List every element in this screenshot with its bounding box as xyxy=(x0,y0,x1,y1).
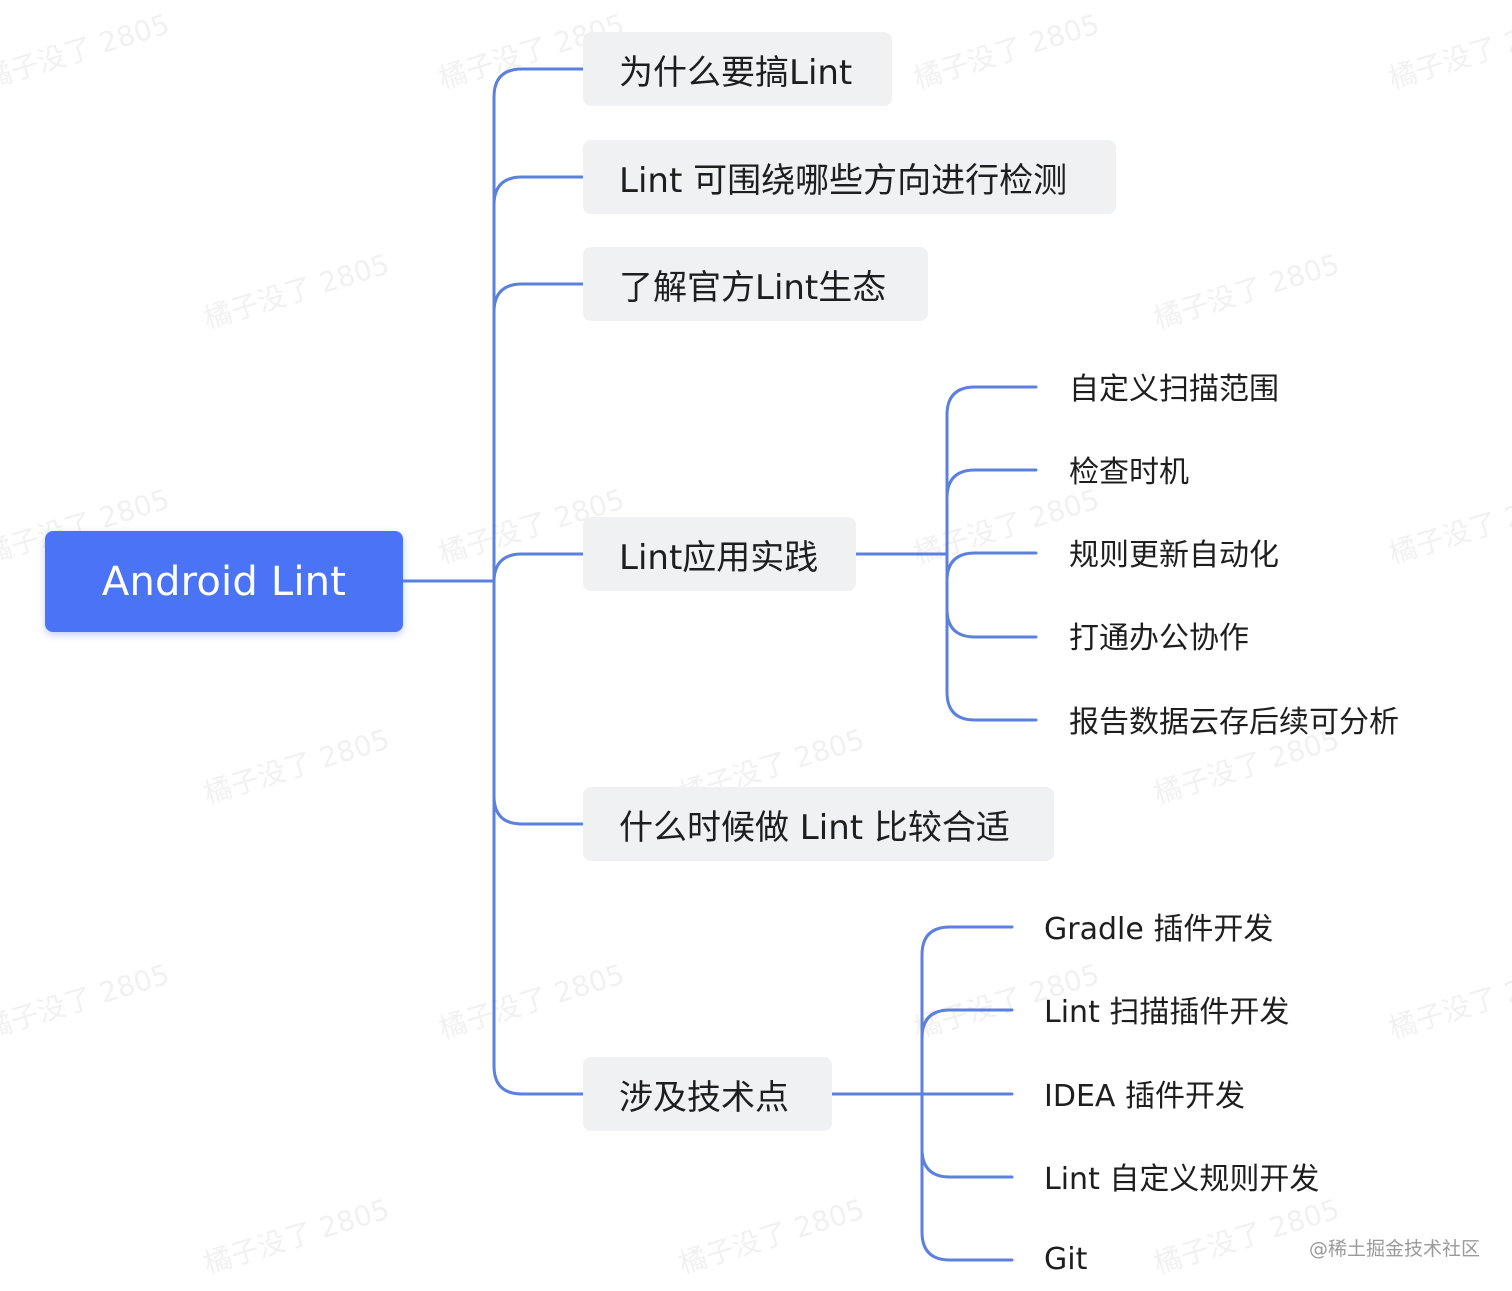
leaf-node-gradle-plugin[interactable]: Gradle 插件开发 xyxy=(1044,912,1274,947)
tech-connector-line-1 xyxy=(920,1008,1014,1096)
leaf-node-lint-scan-plugin[interactable]: Lint 扫描插件开发 xyxy=(1044,995,1290,1030)
leaf-node-git[interactable]: Git xyxy=(1044,1241,1088,1277)
leaf-node-report-cloud-storage[interactable]: 报告数据云存后续可分析 xyxy=(1069,705,1399,740)
tech-connector-line-4 xyxy=(920,1092,1014,1262)
leaf-node-office-collaboration[interactable]: 打通办公协作 xyxy=(1069,621,1249,656)
leaf-node-rule-update-automation[interactable]: 规则更新自动化 xyxy=(1069,538,1279,573)
leaf-node-custom-scan-scope[interactable]: 自定义扫描范围 xyxy=(1069,372,1279,407)
root-node-android-lint[interactable]: Android Lint xyxy=(45,531,403,632)
root-connector-line-0 xyxy=(492,67,585,583)
practice-connector-line-1 xyxy=(945,468,1038,556)
practice-connector-line-3 xyxy=(945,552,1038,639)
leaf-node-idea-plugin[interactable]: IDEA 插件开发 xyxy=(1044,1079,1245,1114)
root-connector-line-4 xyxy=(492,579,585,826)
branch-node-when-to-lint[interactable]: 什么时候做 Lint 比较合适 xyxy=(583,787,1054,861)
tech-connector-line-0 xyxy=(920,925,1014,1096)
site-watermark: @稀土掘金技术社区 xyxy=(1308,1238,1480,1260)
practice-connector-line-0 xyxy=(945,385,1038,556)
practice-connector-line-4 xyxy=(945,552,1038,722)
branch-node-lint-practice[interactable]: Lint应用实践 xyxy=(583,517,856,591)
branch-node-tech-points[interactable]: 涉及技术点 xyxy=(583,1057,832,1131)
branch-node-why-lint[interactable]: 为什么要搞Lint xyxy=(583,32,892,106)
branch-node-official-ecosystem[interactable]: 了解官方Lint生态 xyxy=(583,247,928,321)
branch-node-detection-directions[interactable]: Lint 可围绕哪些方向进行检测 xyxy=(583,140,1116,214)
leaf-node-custom-rule[interactable]: Lint 自定义规则开发 xyxy=(1044,1162,1320,1197)
root-connector-line-3 xyxy=(492,552,585,583)
practice-connector-line-2 xyxy=(945,551,1038,582)
root-connector-line-2 xyxy=(492,282,585,583)
tech-connector-line-3 xyxy=(920,1092,1014,1179)
leaf-node-check-timing[interactable]: 检查时机 xyxy=(1069,455,1189,490)
root-connector-line-5 xyxy=(492,579,585,1096)
root-connector-line-1 xyxy=(492,175,585,583)
